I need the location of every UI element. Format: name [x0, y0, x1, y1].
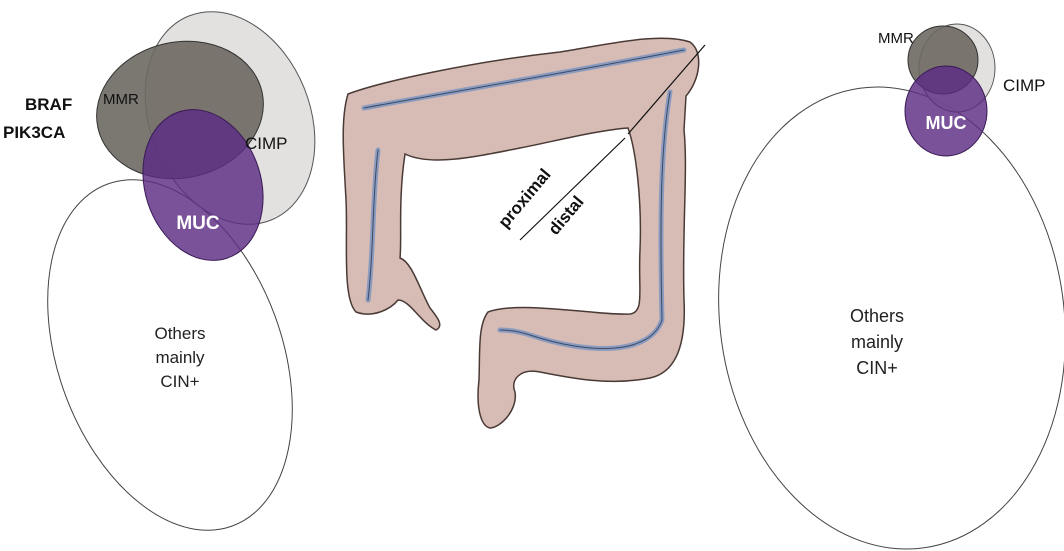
left-mmr-label: MMR — [103, 91, 139, 108]
left-others-line-3: CIN+ — [160, 372, 199, 391]
right-muc-ellipse — [905, 66, 987, 156]
left-venn-group: BRAF PIK3CA MMR CIMP MUC Others mainly C… — [3, 0, 346, 551]
right-muc-label: MUC — [926, 113, 967, 133]
colon-illustration: proximal distal — [343, 38, 705, 428]
left-muc-label: MUC — [176, 213, 220, 234]
left-others-line-1: Others — [154, 324, 205, 343]
right-others-line-3: CIN+ — [856, 358, 898, 378]
right-mmr-label: MMR — [878, 30, 914, 47]
right-venn-group: MMR CIMP MUC Others mainly CIN+ — [689, 24, 1064, 551]
right-others-line-2: mainly — [851, 332, 903, 352]
right-cimp-label: CIMP — [1003, 76, 1046, 95]
left-others-line-2: mainly — [155, 348, 205, 367]
left-cimp-label: CIMP — [245, 134, 288, 153]
proximal-label: proximal — [495, 165, 555, 231]
colon-body — [343, 38, 698, 428]
right-others-line-1: Others — [850, 306, 904, 326]
left-gene-label-braf: BRAF — [25, 95, 72, 114]
left-gene-label-pik3ca: PIK3CA — [3, 123, 65, 142]
distal-label: distal — [545, 192, 588, 238]
